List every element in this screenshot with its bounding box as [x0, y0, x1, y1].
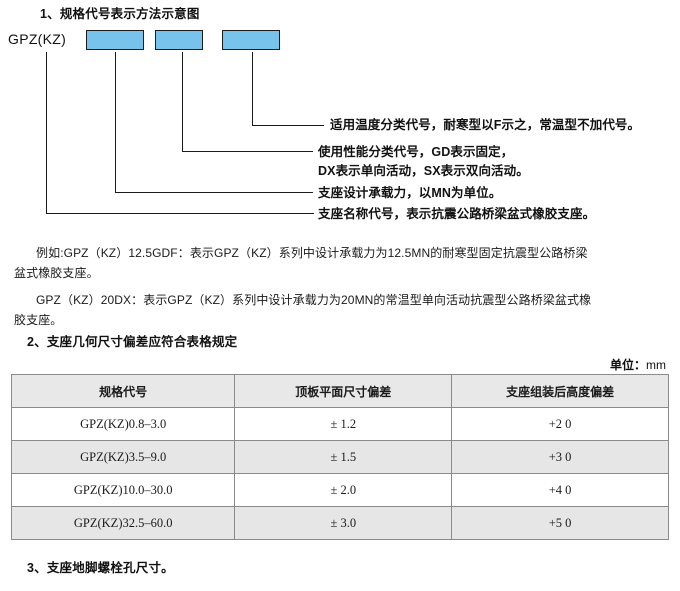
- example-2-line-1: GPZ（KZ）20DX：表示GPZ（KZ）系列中设计承载力为20MN的常温型单向…: [36, 293, 592, 307]
- legend-bearing-name-code: 支座名称代号，表示抗震公路桥梁盆式橡胶支座。: [318, 205, 595, 224]
- leader-line-temperature: [252, 52, 324, 126]
- legend-line: 适用温度分类代号，耐寒型以F示之，常温型不加代号。: [330, 118, 641, 132]
- legend-line: 使用性能分类代号，GD表示固定，: [318, 145, 514, 159]
- legend-temperature-class: 适用温度分类代号，耐寒型以F示之，常温型不加代号。: [330, 116, 640, 135]
- example-paragraph-2: GPZ（KZ）20DX：表示GPZ（KZ）系列中设计承载力为20MN的常温型单向…: [14, 290, 674, 330]
- leader-line-performance: [182, 52, 313, 152]
- table-header-row: 规格代号 顶板平面尺寸偏差 支座组装后高度偏差: [10, 374, 669, 408]
- code-slot-temperature[interactable]: [222, 30, 280, 50]
- cell-height-tolerance: +3 0: [451, 440, 669, 474]
- header-spec-code: 规格代号: [10, 374, 236, 408]
- table-row: GPZ(KZ)0.8–3.0 ± 1.2 +2 0: [10, 407, 669, 441]
- header-plate-tolerance: 顶板平面尺寸偏差: [234, 374, 453, 408]
- dimension-tolerance-table: 规格代号 顶板平面尺寸偏差 支座组装后高度偏差 GPZ(KZ)0.8–3.0 ±…: [10, 374, 669, 540]
- example-1-line-2: 盆式橡胶支座。: [14, 266, 99, 280]
- legend-line: 支座名称代号，表示抗震公路桥梁盆式橡胶支座。: [318, 207, 596, 221]
- cell-height-tolerance: +2 0: [451, 407, 669, 441]
- table-row: GPZ(KZ)10.0–30.0 ± 2.0 +4 0: [10, 473, 669, 507]
- legend-design-bearing-capacity: 支座设计承载力，以MN为单位。: [318, 184, 501, 203]
- legend-line: 支座设计承载力，以MN为单位。: [318, 186, 502, 200]
- cell-spec: GPZ(KZ)3.5–9.0: [10, 440, 236, 474]
- code-prefix-label: GPZ(KZ): [8, 31, 67, 47]
- cell-spec: GPZ(KZ)0.8–3.0: [10, 407, 236, 441]
- section-2-title: 2、支座几何尺寸偏差应符合表格规定: [27, 335, 238, 349]
- cell-spec: GPZ(KZ)32.5–60.0: [10, 506, 236, 540]
- code-slot-capacity[interactable]: [86, 30, 144, 50]
- legend-performance-class: 使用性能分类代号，GD表示固定， DX表示单向活动，SX表示双向活动。: [318, 143, 529, 181]
- unit-label: 单位：: [609, 358, 646, 372]
- leader-line-name-code: [46, 52, 314, 214]
- example-paragraph-1: 例如:GPZ（KZ）12.5GDF：表示GPZ（KZ）系列中设计承载力为12.5…: [14, 243, 674, 283]
- cell-plate-tolerance: ± 3.0: [234, 506, 453, 540]
- cell-plate-tolerance: ± 1.2: [234, 407, 453, 441]
- cell-height-tolerance: +4 0: [451, 473, 669, 507]
- spec-code-diagram: GPZ(KZ) 适用温度分类代号，耐寒型以F示之，常温型不加代号。 使用性能分类…: [0, 0, 680, 232]
- legend-line: DX表示单向活动，SX表示双向活动。: [318, 164, 529, 178]
- table-row: GPZ(KZ)3.5–9.0 ± 1.5 +3 0: [10, 440, 669, 474]
- example-2-line-2: 胶支座。: [14, 313, 63, 327]
- section-1-title: 1、规格代号表示方法示意图: [40, 7, 200, 21]
- table-row: GPZ(KZ)32.5–60.0 ± 3.0 +5 0: [10, 506, 669, 540]
- unit-value: mm: [646, 358, 666, 372]
- table-unit-caption: 单位：mm: [610, 356, 666, 373]
- cell-spec: GPZ(KZ)10.0–30.0: [10, 473, 236, 507]
- example-1-line-1: 例如:GPZ（KZ）12.5GDF：表示GPZ（KZ）系列中设计承载力为12.5…: [36, 246, 588, 260]
- cell-height-tolerance: +5 0: [451, 506, 669, 540]
- cell-plate-tolerance: ± 1.5: [234, 440, 453, 474]
- header-height-tolerance: 支座组装后高度偏差: [451, 374, 669, 408]
- leader-line-capacity: [115, 52, 313, 193]
- cell-plate-tolerance: ± 2.0: [234, 473, 453, 507]
- code-slot-performance[interactable]: [155, 30, 203, 50]
- section-3-title: 3、支座地脚螺栓孔尺寸。: [27, 561, 174, 575]
